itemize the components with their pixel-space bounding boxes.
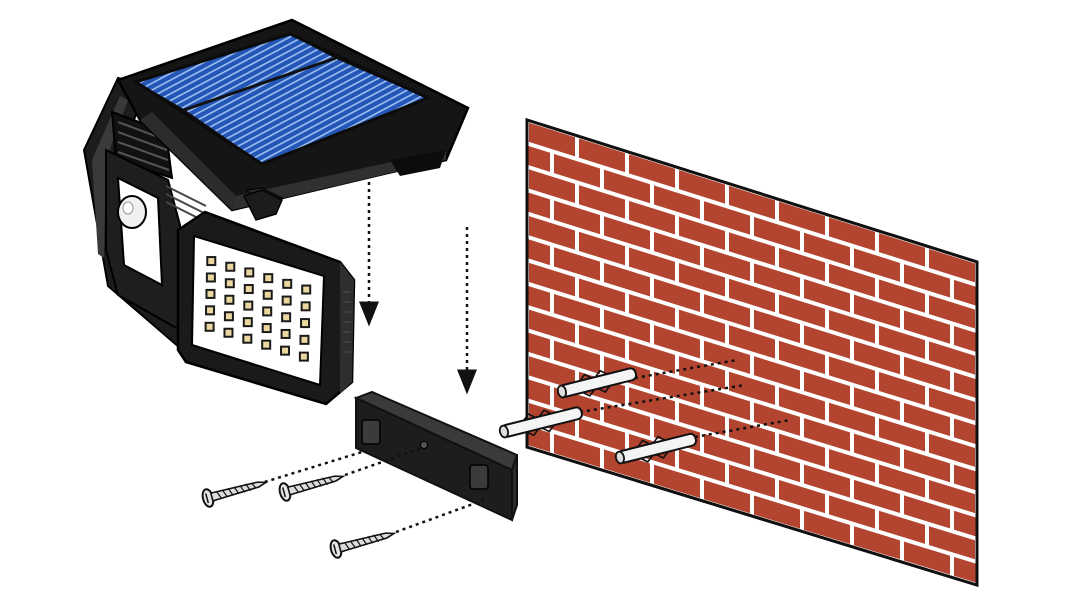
led-emitter — [225, 329, 232, 336]
led-emitter — [300, 353, 307, 360]
led-emitter — [245, 302, 252, 309]
wall-anchor — [498, 406, 583, 439]
wall-anchor — [614, 432, 698, 465]
led-emitter — [282, 330, 289, 337]
screw — [201, 481, 269, 508]
led-emitter — [244, 319, 251, 326]
led-grid — [204, 256, 312, 362]
led-emitter — [302, 303, 309, 310]
led-emitter — [302, 320, 309, 327]
led-emitter — [283, 314, 290, 321]
led-emitter — [284, 280, 291, 287]
led-emitter — [264, 308, 271, 315]
led-emitter — [282, 347, 289, 354]
led-emitter — [245, 286, 252, 293]
led-emitter — [263, 325, 270, 332]
led-emitter — [207, 307, 214, 314]
led-emitter — [301, 336, 308, 343]
anchor-guide-lines — [579, 358, 791, 439]
led-emitter — [283, 297, 290, 304]
bracket-clip — [469, 464, 489, 490]
mortar-line — [527, 227, 977, 387]
wall-anchor — [556, 367, 638, 399]
led-emitter — [208, 258, 215, 265]
bracket-hole — [420, 441, 428, 449]
screw — [329, 532, 397, 559]
solar-panel — [116, 18, 470, 212]
led-emitter — [206, 323, 213, 330]
led-panel — [176, 210, 356, 406]
screw — [278, 475, 346, 502]
brick-wall — [525, 117, 979, 588]
led-emitter — [225, 313, 232, 320]
led-emitter — [265, 275, 272, 282]
pivot-joint — [242, 189, 283, 221]
led-emitter — [263, 341, 270, 348]
screw-guide-lines — [257, 446, 485, 534]
led-emitter — [227, 263, 234, 270]
down-arrows — [359, 182, 477, 395]
led-emitter — [244, 335, 251, 342]
led-emitter — [207, 274, 214, 281]
led-emitter — [226, 280, 233, 287]
led-emitter — [226, 296, 233, 303]
solar-light-fixture — [82, 18, 470, 406]
led-emitter — [246, 269, 253, 276]
mounting-bracket — [353, 390, 519, 522]
led-emitter — [207, 290, 214, 297]
bracket-clip — [361, 419, 381, 445]
led-emitter — [303, 286, 310, 293]
led-emitter — [264, 291, 271, 298]
